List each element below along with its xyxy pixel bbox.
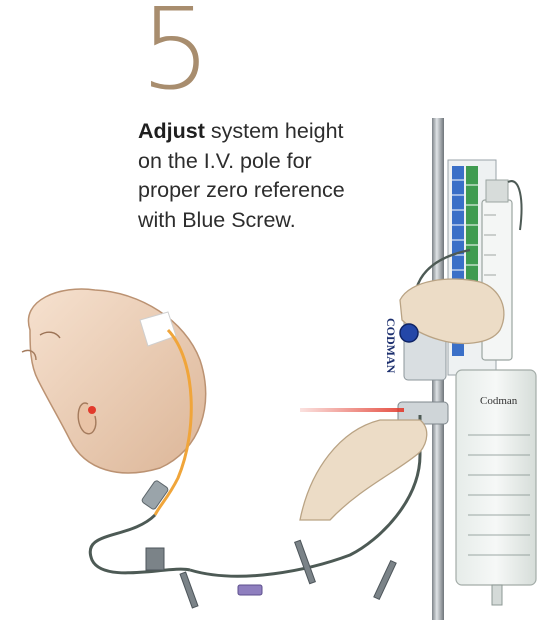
- pole-brand-label: CODMAN: [383, 318, 398, 373]
- instruction-keyword: Adjust: [138, 119, 205, 143]
- zero-reference-dot: [88, 406, 96, 414]
- patient-head: [22, 289, 206, 473]
- step-number: 5: [140, 0, 209, 106]
- step-instruction: Adjust system height on the I.V. pole fo…: [138, 117, 348, 235]
- blue-screw: [400, 324, 418, 342]
- drainage-bag-brand-label: Codman: [480, 395, 517, 407]
